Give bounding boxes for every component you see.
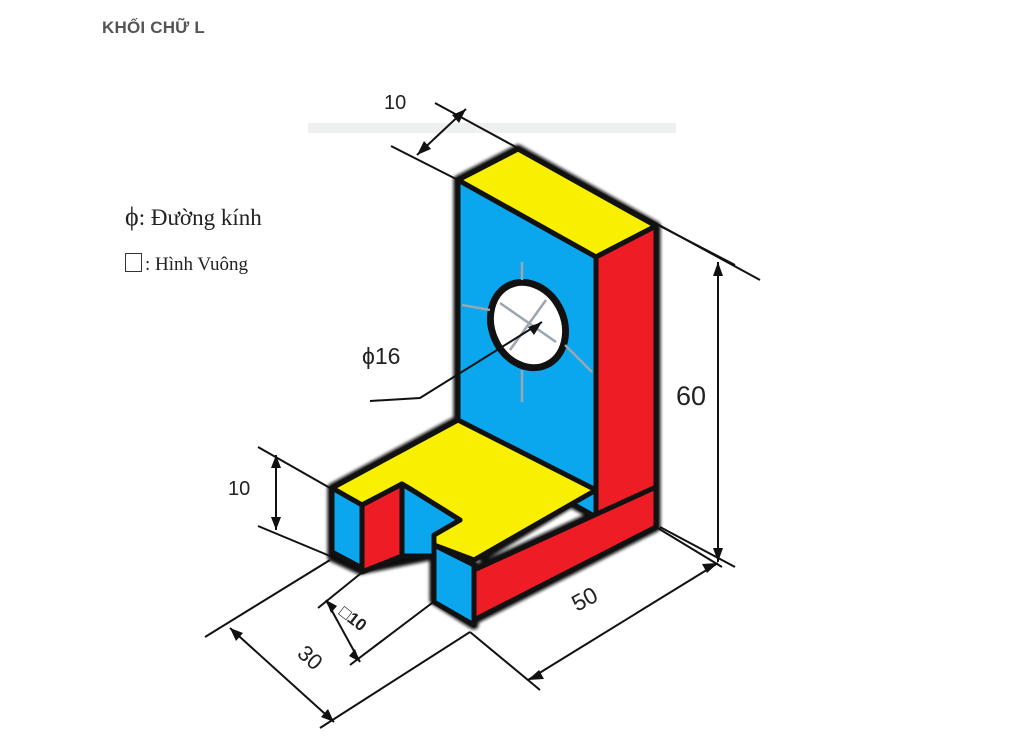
dim-base-thickness: 10 bbox=[228, 478, 250, 500]
dim-hole-diameter: ϕ16 bbox=[362, 343, 400, 369]
l-block bbox=[327, 144, 661, 630]
dimension-lines bbox=[204, 102, 761, 729]
legend-square-label: : Hình Vuông bbox=[145, 254, 249, 275]
legend-diameter-label: : Đường kính bbox=[138, 205, 262, 230]
legend-square: : Hình Vuông bbox=[125, 253, 248, 276]
dim-slot-square: □10 bbox=[336, 602, 371, 635]
dim-length: 50 bbox=[567, 581, 602, 616]
page-title: KHỐI CHỮ L bbox=[102, 18, 205, 37]
dim-top-depth: 10 bbox=[384, 92, 406, 114]
square-symbol-icon bbox=[125, 253, 142, 272]
legend-diameter: ϕ: Đường kính bbox=[125, 202, 262, 232]
slot-back-face bbox=[399, 481, 463, 559]
dim-height: 60 bbox=[676, 381, 706, 411]
hole-centerlines bbox=[461, 262, 593, 402]
diameter-symbol: ϕ bbox=[125, 202, 139, 231]
dim-width: 30 bbox=[293, 640, 328, 675]
base-right-front-face bbox=[431, 542, 477, 628]
dimension-arrows bbox=[230, 109, 723, 722]
scan-strip bbox=[308, 123, 676, 133]
base-left-front-face bbox=[329, 485, 365, 571]
